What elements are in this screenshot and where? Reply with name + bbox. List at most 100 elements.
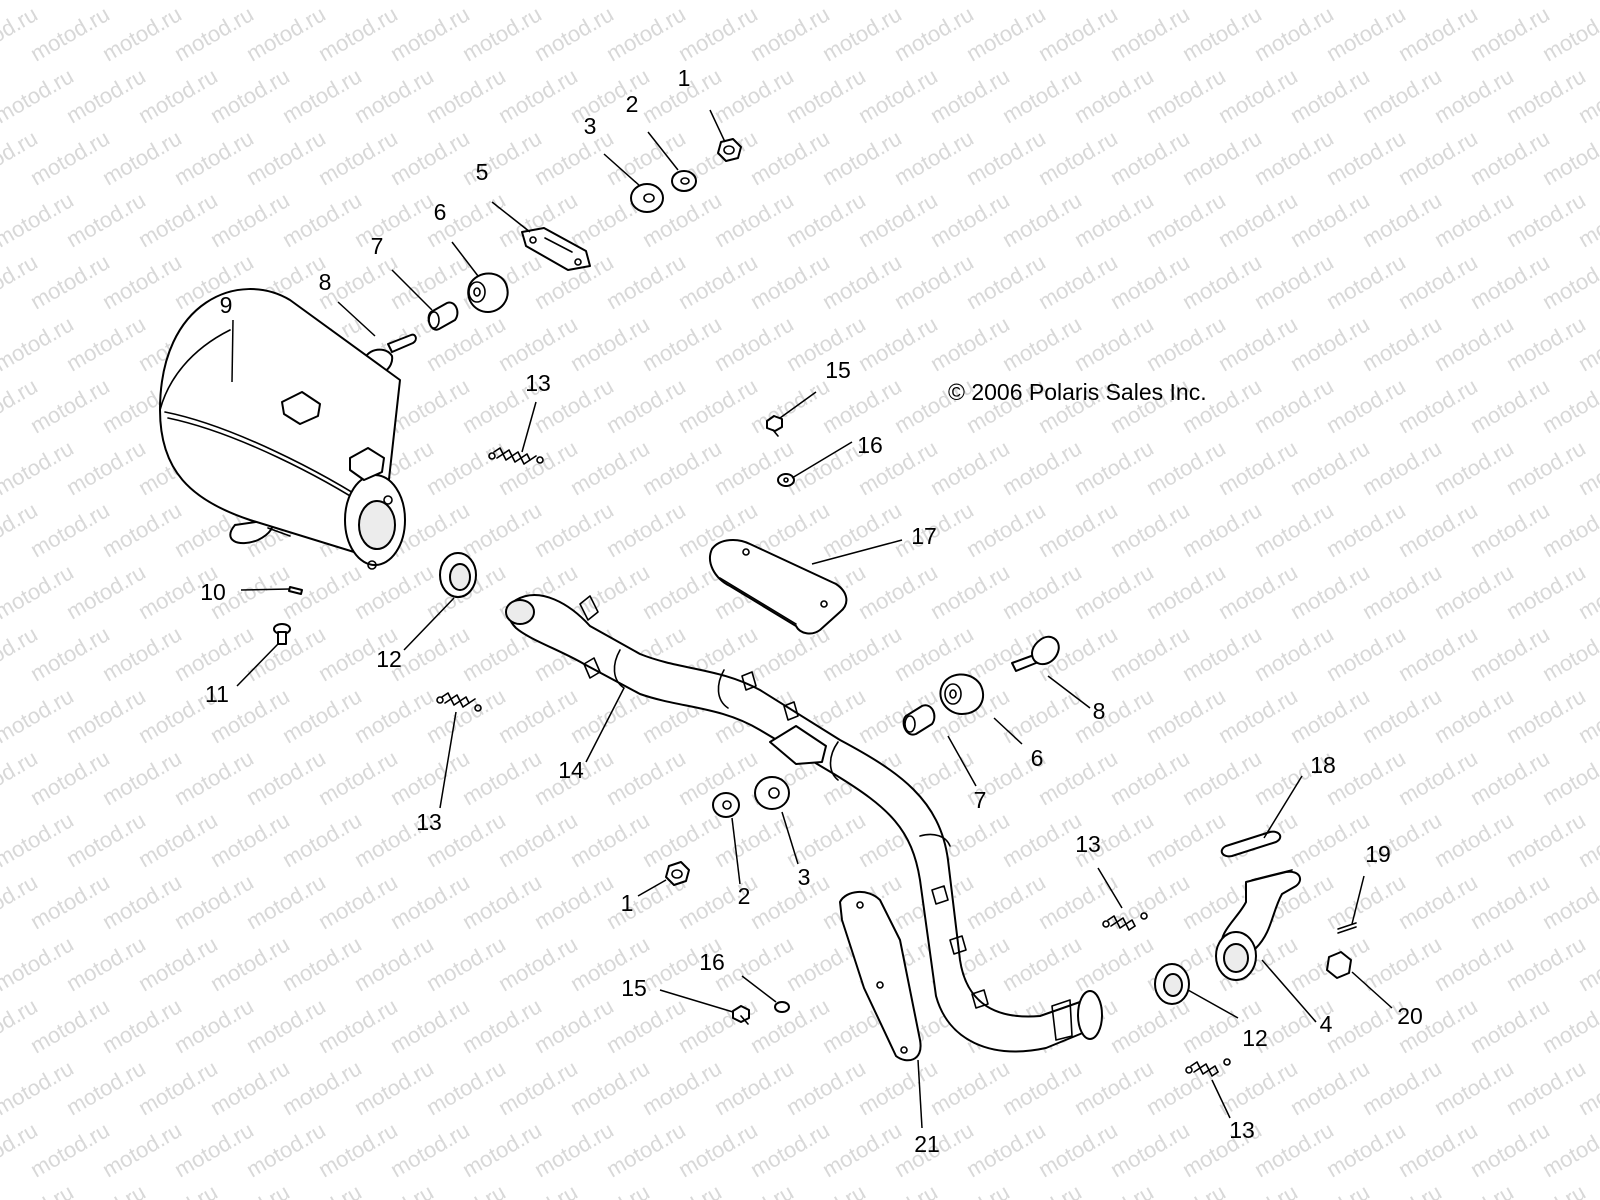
part-13-spring-mid-left <box>436 692 482 712</box>
part-18-gasket <box>1220 830 1282 858</box>
part-6-grommet-right <box>939 673 985 715</box>
part-4-header-pipe <box>1215 869 1302 981</box>
part-number-label: 8 <box>1093 698 1106 724</box>
part-number-label: 20 <box>1397 1003 1423 1029</box>
part-number-label: 7 <box>974 787 987 813</box>
leader-line-13 <box>1097 867 1123 909</box>
part-15-bolt-top <box>766 415 783 437</box>
part-7-sleeve-right <box>902 704 936 736</box>
part-number-label: 1 <box>678 65 691 91</box>
part-number-label: 19 <box>1365 841 1391 867</box>
leader-line-6 <box>993 717 1023 745</box>
part-number-label: 16 <box>857 432 883 458</box>
part-20-nut <box>1326 951 1352 979</box>
part-number-label: 8 <box>319 269 332 295</box>
part-number-label: 13 <box>1075 831 1101 857</box>
part-3-grommet-bottom <box>754 776 790 810</box>
leader-line-18 <box>1263 775 1303 839</box>
leader-line-16 <box>741 975 777 1003</box>
part-number-label: 14 <box>558 757 584 783</box>
part-14-exhaust-pipe <box>505 594 1103 1053</box>
part-number-label: 1 <box>621 890 634 916</box>
part-1-nut-bottom <box>665 861 690 886</box>
part-number-label: 4 <box>1320 1011 1333 1037</box>
leader-line-19 <box>1351 875 1365 925</box>
part-number-label: 5 <box>476 159 489 185</box>
part-number-label: 18 <box>1310 752 1336 778</box>
part-12-gasket-upper <box>439 552 477 598</box>
part-5-bracket <box>521 227 591 271</box>
part-9-muffler <box>159 288 406 570</box>
part-number-label: 12 <box>1242 1025 1268 1051</box>
leader-line-13 <box>521 401 537 453</box>
leader-line-7 <box>391 269 433 311</box>
part-number-label: 12 <box>376 646 402 672</box>
part-7-sleeve-top <box>427 301 459 331</box>
part-number-label: 10 <box>200 579 226 605</box>
part-number-label: 2 <box>738 883 751 909</box>
part-number-label: 7 <box>371 233 384 259</box>
part-number-label: 16 <box>699 949 725 975</box>
leader-line-7 <box>947 735 977 787</box>
leader-line-12 <box>403 597 455 651</box>
part-19-spring-pin <box>1337 922 1357 934</box>
leader-line-9 <box>231 319 234 383</box>
part-number-label: 15 <box>825 357 851 383</box>
leader-line-11 <box>236 643 279 687</box>
part-number-label: 13 <box>525 370 551 396</box>
leader-line-2 <box>647 131 679 171</box>
leader-line-3 <box>781 811 799 865</box>
leader-line-8 <box>337 301 376 337</box>
part-1-nut-top <box>717 138 742 162</box>
part-8-bolt-right <box>1011 635 1060 672</box>
part-number-label: 13 <box>1229 1117 1255 1143</box>
part-number-label: 2 <box>626 91 639 117</box>
part-13-spring-mid-right <box>1102 912 1148 931</box>
part-number-label: 9 <box>220 292 233 318</box>
copyright-text: © 2006 Polaris Sales Inc. <box>948 379 1207 405</box>
leader-line-5 <box>491 201 531 233</box>
part-number-label: 11 <box>205 681 229 707</box>
leader-line-1 <box>637 879 667 897</box>
leader-line-13 <box>439 711 457 809</box>
part-3-grommet-top <box>630 183 664 213</box>
part-16-washer-bottom <box>774 1001 790 1013</box>
part-17-heat-shield-upper <box>709 539 848 635</box>
part-12-gasket-lower <box>1154 963 1190 1005</box>
part-6-grommet-top <box>467 272 509 313</box>
part-number-label: 3 <box>798 864 811 890</box>
leader-line-20 <box>1351 971 1393 1009</box>
leader-line-2 <box>731 817 741 885</box>
part-13-spring-top <box>488 447 544 465</box>
part-2-washer-top <box>671 170 697 192</box>
part-16-washer-top <box>777 473 795 487</box>
part-13-spring-bottom <box>1185 1058 1231 1077</box>
part-number-label: 6 <box>434 199 447 225</box>
leader-line-16 <box>791 441 853 479</box>
part-11-rivet <box>273 623 291 645</box>
leader-line-14 <box>585 687 625 763</box>
part-21-heat-shield-lower <box>839 891 922 1062</box>
leader-line-15 <box>779 391 817 419</box>
leader-line-13 <box>1211 1079 1231 1119</box>
part-2-washer-bottom <box>712 792 740 818</box>
part-number-label: 21 <box>914 1131 940 1157</box>
part-number-label: 17 <box>911 523 937 549</box>
leader-line-3 <box>603 153 641 187</box>
leader-line-4 <box>1261 959 1317 1023</box>
leader-line-8 <box>1047 675 1091 709</box>
leader-line-1 <box>709 109 726 143</box>
leader-line-17 <box>811 539 903 565</box>
leader-line-15 <box>659 989 734 1013</box>
leader-line-6 <box>451 241 479 277</box>
part-number-label: 6 <box>1031 745 1044 771</box>
leader-line-21 <box>917 1059 923 1129</box>
leader-line-10 <box>240 588 291 591</box>
leader-line-12 <box>1187 989 1239 1019</box>
part-10-pin <box>288 586 303 595</box>
part-number-label: 3 <box>584 113 597 139</box>
part-number-label: 15 <box>621 975 647 1001</box>
part-15-bolt-bottom <box>732 1005 750 1025</box>
